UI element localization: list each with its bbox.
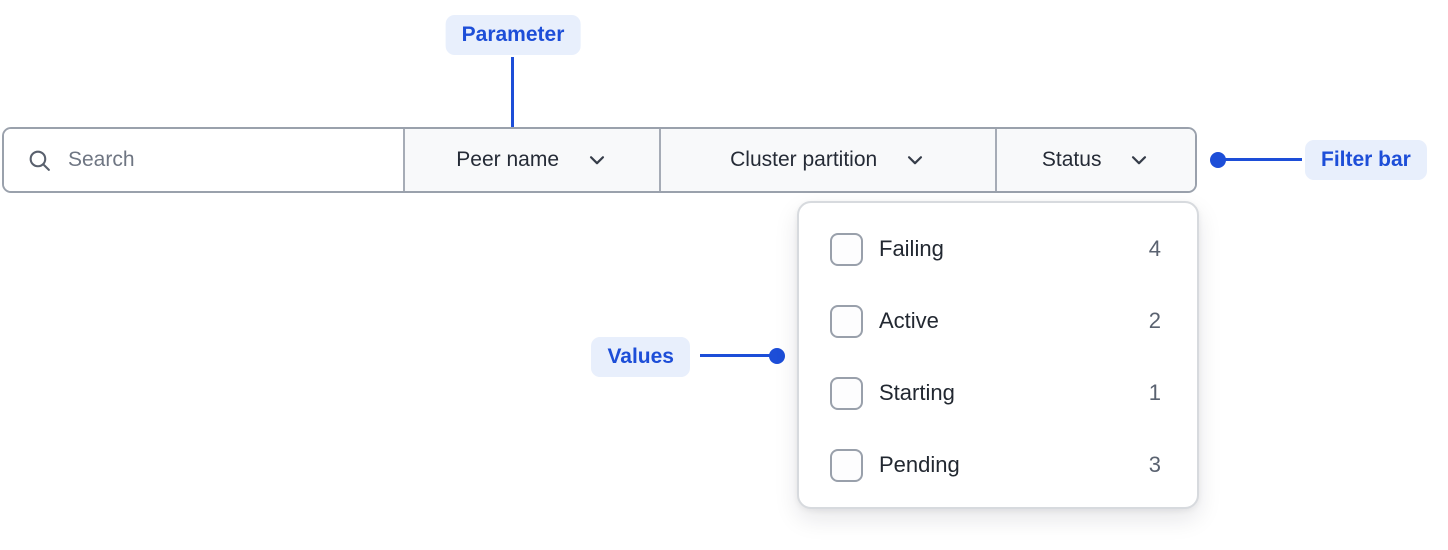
status-filter-dropdown[interactable]: Status	[995, 129, 1195, 191]
checkbox-pending[interactable]	[830, 448, 863, 482]
cluster-partition-filter-label: Cluster partition	[730, 148, 878, 171]
checkbox-failing[interactable]	[830, 232, 863, 266]
checkbox-active[interactable]	[830, 304, 863, 338]
filter-bar-connector-line	[1222, 158, 1302, 161]
chevron-down-icon	[1128, 149, 1150, 171]
status-filter-label: Status	[1041, 148, 1102, 171]
option-label: Failing	[879, 236, 944, 261]
search-field[interactable]	[4, 129, 404, 191]
values-connector-line	[700, 354, 774, 357]
option-label: Active	[879, 308, 939, 333]
parameter-connector-line	[511, 57, 514, 143]
search-icon	[27, 148, 52, 173]
chevron-down-icon	[586, 149, 608, 171]
cluster-partition-filter-dropdown[interactable]: Cluster partition	[658, 129, 996, 191]
values-connector-dot	[769, 348, 785, 364]
status-dropdown-panel: Failing 4 Active 2 Starting 1 Pending 3	[797, 201, 1199, 509]
chevron-down-icon	[904, 149, 926, 171]
filter-bar: Peer name Cluster partition Status	[2, 127, 1197, 193]
status-option-starting[interactable]: Starting 1	[799, 357, 1197, 429]
option-count: 4	[1148, 236, 1161, 261]
parameter-annotation-badge: Parameter	[445, 15, 581, 55]
option-label: Pending	[879, 452, 960, 477]
values-annotation-badge: Values	[591, 337, 690, 377]
filter-bar-connector-dot	[1210, 152, 1226, 168]
option-count: 2	[1148, 308, 1161, 333]
option-count: 1	[1148, 380, 1161, 405]
peer-name-filter-label: Peer name	[456, 148, 560, 171]
filter-bar-annotation-badge: Filter bar	[1305, 140, 1427, 180]
option-label: Starting	[879, 380, 955, 405]
status-option-failing[interactable]: Failing 4	[799, 213, 1197, 285]
checkbox-starting[interactable]	[830, 376, 863, 410]
search-input[interactable]	[68, 148, 386, 172]
status-option-pending[interactable]: Pending 3	[799, 429, 1197, 501]
peer-name-filter-dropdown[interactable]: Peer name	[403, 129, 659, 191]
status-option-active[interactable]: Active 2	[799, 285, 1197, 357]
option-count: 3	[1148, 452, 1161, 477]
